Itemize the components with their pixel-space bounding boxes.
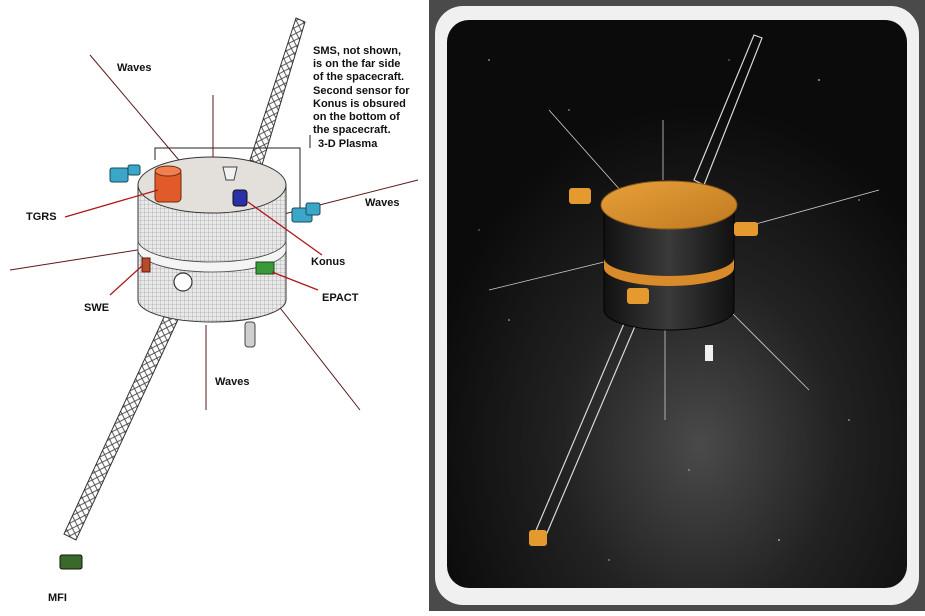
- note-line: of the spacecraft.: [313, 71, 428, 84]
- note-line: on the bottom of: [313, 111, 428, 124]
- label-waves-bottom: Waves: [215, 376, 249, 389]
- upper-magnetometer-boom: [250, 18, 305, 165]
- photo-sensor-right: [734, 222, 758, 236]
- spacecraft-diagram: SMS, not shown, is on the far side of th…: [0, 0, 430, 611]
- photo-mfi-sensor: [529, 530, 547, 546]
- label-tgrs: TGRS: [26, 211, 57, 224]
- label-waves-top-left: Waves: [117, 62, 151, 75]
- bottom-probe: [245, 322, 255, 347]
- note-line: SMS, not shown,: [313, 45, 428, 58]
- konus-instrument: [233, 190, 247, 206]
- label-waves-right: Waves: [365, 197, 399, 210]
- note-line: Second sensor for: [313, 85, 428, 98]
- swe-instrument: [142, 258, 150, 272]
- label-3d-plasma: 3-D Plasma: [318, 138, 377, 151]
- photo-drawing: [429, 0, 925, 611]
- plasma-sensor-left: [110, 168, 128, 182]
- note-line: Konus is obsured: [313, 98, 428, 111]
- wave-antenna-left: [10, 248, 150, 270]
- note-line: the spacecraft.: [313, 124, 428, 137]
- boom-hinge: [174, 273, 192, 291]
- wave-antenna-bottom-right: [270, 295, 360, 410]
- photo-top-deck: [601, 181, 737, 229]
- note-line: is on the far side: [313, 58, 428, 71]
- label-mfi: MFI: [48, 592, 67, 605]
- spacecraft-photo: [429, 0, 925, 611]
- sms-note: SMS, not shown, is on the far side of th…: [313, 45, 428, 137]
- photo-sensor-bottom: [627, 288, 649, 304]
- label-konus: Konus: [311, 256, 345, 269]
- deck-sensor: [223, 167, 237, 180]
- mfi-sensor: [60, 555, 82, 569]
- label-epact: EPACT: [322, 292, 358, 305]
- photo-bottom-probe: [705, 345, 713, 361]
- label-swe: SWE: [84, 302, 109, 315]
- photo-sensor-left: [569, 188, 591, 204]
- epact-instrument: [256, 262, 274, 274]
